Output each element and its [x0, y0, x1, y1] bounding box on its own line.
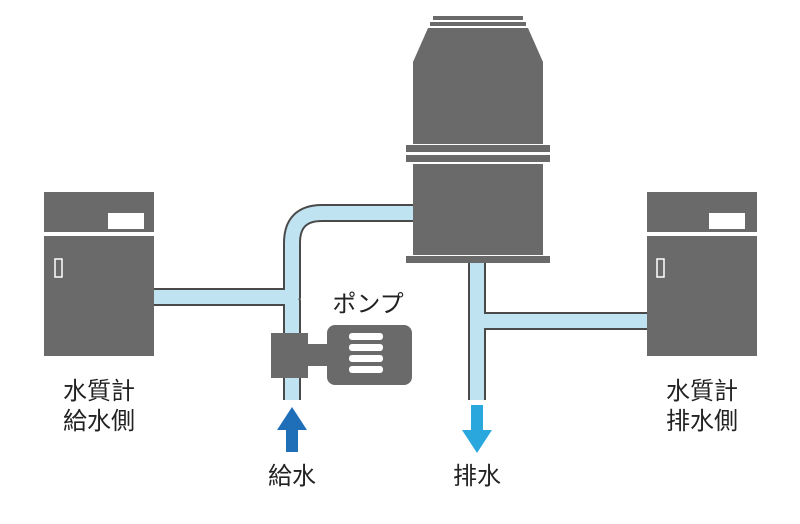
drain-arrow-icon: [462, 405, 492, 453]
pump-shaft: [306, 344, 328, 366]
water-quality-meter-supply: [44, 192, 154, 356]
pump-casing: [271, 333, 308, 378]
supply-label: 給水: [268, 462, 316, 490]
pump: [271, 325, 412, 385]
tank: [406, 16, 550, 263]
meter-supply-label: 水質計 給水側: [44, 376, 154, 436]
meter-drain-label-line2: 排水側: [666, 407, 738, 435]
supply-arrow-icon: [277, 407, 307, 452]
meter-drain-label-line1: 水質計: [666, 377, 738, 405]
meter-drain-label: 水質計 排水側: [647, 376, 757, 436]
drain-label: 排水: [453, 462, 501, 490]
meter-supply-label-line1: 水質計: [63, 377, 135, 405]
water-quality-meter-drain: [647, 192, 757, 356]
supply-meter-pipe: [150, 206, 420, 304]
meter-supply-label-line2: 給水側: [63, 407, 135, 435]
pump-label: ポンプ: [332, 290, 404, 318]
